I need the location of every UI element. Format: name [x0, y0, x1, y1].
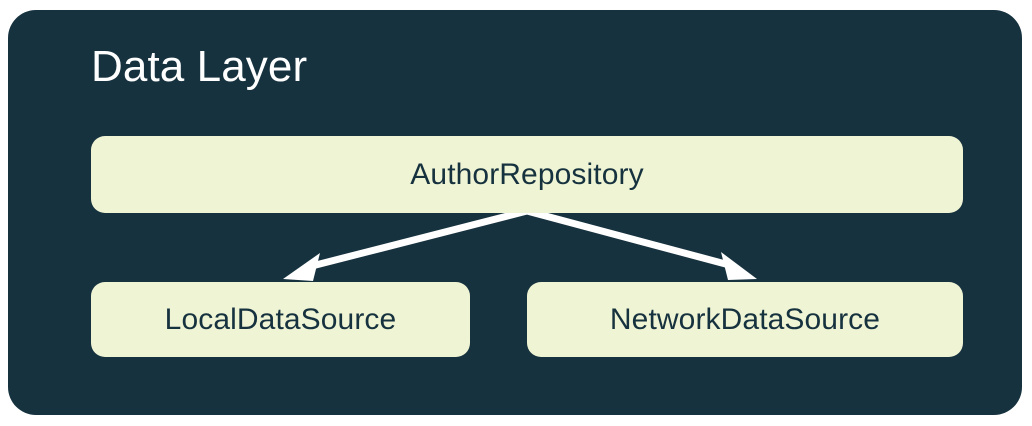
node-author-repository[interactable]: AuthorRepository: [91, 136, 963, 213]
node-label-author-repository: AuthorRepository: [410, 157, 644, 191]
node-label-local-data-source: LocalDataSource: [164, 302, 397, 336]
page-title: Data Layer: [91, 42, 308, 91]
node-local-data-source[interactable]: LocalDataSource: [91, 282, 470, 357]
node-network-data-source[interactable]: NetworkDataSource: [527, 282, 963, 357]
node-label-network-data-source: NetworkDataSource: [609, 302, 881, 336]
